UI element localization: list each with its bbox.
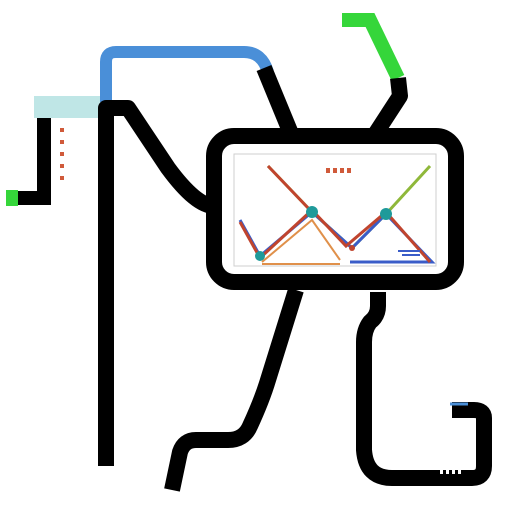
cyan-pipe — [34, 96, 106, 118]
side-mark — [60, 152, 64, 156]
top-connector-pipe — [256, 64, 300, 140]
pipe-mark — [458, 470, 461, 474]
side-mark — [60, 164, 64, 168]
green-pipe — [342, 13, 405, 82]
pipe-mark — [440, 470, 443, 474]
orange-series-line — [261, 218, 341, 263]
lower-left-pipe — [164, 287, 304, 492]
main-vertical-pipe — [98, 100, 215, 466]
screen-mark — [333, 168, 337, 173]
screen-mark — [402, 254, 420, 256]
blue-pipe — [100, 46, 274, 102]
screen-mark — [326, 168, 330, 173]
screen-mark — [347, 168, 351, 173]
left-hook-pipe — [8, 118, 51, 205]
screen-mark — [398, 250, 420, 252]
screen-mark — [340, 168, 344, 173]
pipe-mark — [446, 470, 449, 474]
side-mark — [60, 176, 64, 180]
red-series-line — [238, 164, 432, 263]
monitor-frame — [206, 128, 464, 290]
side-mark — [60, 128, 64, 132]
pipe-mark — [452, 470, 455, 474]
chart-node — [255, 251, 265, 261]
chart-node — [306, 206, 318, 218]
side-mark — [60, 140, 64, 144]
left-green-cap — [6, 190, 18, 206]
chart-node — [349, 245, 355, 251]
right-top-pipe — [367, 77, 408, 141]
chart-node — [380, 208, 392, 220]
lower-right-pipe — [356, 292, 492, 486]
